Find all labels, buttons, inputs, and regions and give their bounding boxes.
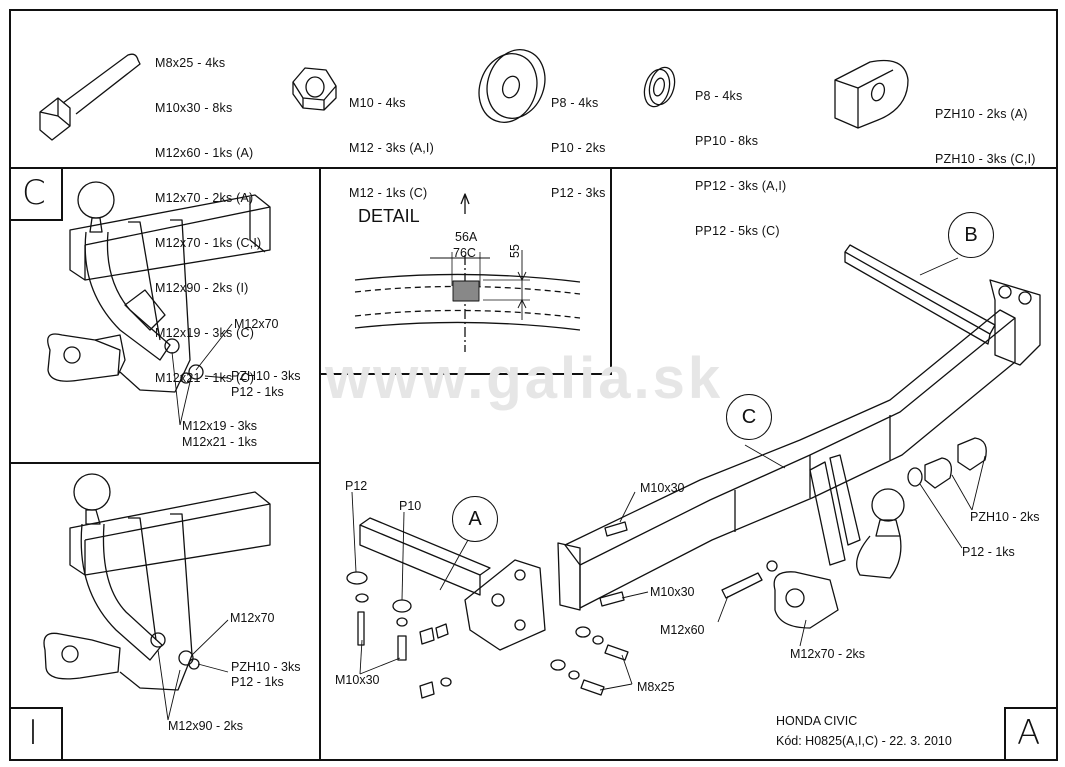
bolts-list: M8x25 - 4ks M10x30 - 8ks M12x60 - 1ks (A… — [155, 26, 261, 401]
panel-i-m12x90-label: M12x90 - 2ks — [168, 719, 244, 733]
washer-item: P10 - 2ks — [551, 141, 606, 155]
spring-washer-item: PP12 - 5ks (C) — [695, 224, 780, 238]
washers-list: P8 - 4ks P10 - 2ks P12 - 3ks — [551, 66, 606, 216]
spacers-list: PZH10 - 2ks (A) PZH10 - 3ks (C,I) — [935, 77, 1036, 182]
nuts-list: M10 - 4ks M12 - 3ks (A,I) M12 - 1ks (C) — [349, 66, 434, 216]
detail-dim-55: 55 — [508, 244, 522, 258]
nut-item: M12 - 3ks (A,I) — [349, 141, 434, 155]
nut-item: M10 - 4ks — [349, 96, 406, 110]
bolt-item: M12x19 - 3ks (C) — [155, 326, 255, 340]
corner-letter-box — [1004, 707, 1058, 761]
nut-icon — [292, 67, 337, 111]
footer-model: HONDA CIVIC — [776, 714, 858, 728]
panel-i-m12x70-label: M12x70 — [230, 611, 275, 625]
panel-c-p12-label: P12 - 1ks — [231, 385, 284, 399]
washer-item: P8 - 4ks — [551, 96, 599, 110]
watermark: www.galia.sk — [325, 346, 724, 411]
callout-circle-a: A — [452, 496, 498, 542]
label-m8x25: M8x25 — [637, 680, 675, 694]
footer-code: Kód: H0825(A,I,C) - 22. 3. 2010 — [776, 734, 952, 748]
bolt-item: M12x60 - 1ks (A) — [155, 146, 254, 160]
panel-c-hitch — [47, 181, 271, 393]
corner-letter: A — [1017, 713, 1041, 753]
panel-c-pzh10-label: PZH10 - 3ks — [231, 369, 301, 383]
spring-washer-item: PP10 - 8ks — [695, 134, 759, 148]
washer-item: P12 - 3ks — [551, 186, 606, 200]
panel-c-m12x70-label: M12x70 — [234, 317, 279, 331]
label-pzh10: PZH10 - 2ks — [970, 510, 1040, 524]
spring-washers-list: P8 - 4ks PP10 - 8ks PP12 - 3ks (A,I) PP1… — [695, 59, 786, 254]
label-m10x30-mid: M10x30 — [650, 585, 695, 599]
panel-c-m12x21-label: M12x21 - 1ks — [182, 435, 258, 449]
panel-c-m12x19-label: M12x19 - 3ks — [182, 419, 258, 433]
detail-section-hatch — [452, 280, 480, 302]
spring-washer-item: P8 - 4ks — [695, 89, 743, 103]
label-p10: P10 — [399, 499, 422, 513]
bolt-item: M12x21 - 1ks (C) — [155, 371, 255, 385]
detail-box — [319, 167, 612, 375]
panel-i-letter-box — [9, 707, 63, 761]
panel-i-pzh10-label: PZH10 - 3ks — [231, 660, 301, 674]
bolt-icon — [39, 53, 141, 141]
label-m12x70: M12x70 - 2ks — [790, 647, 866, 661]
bolt-item: M12x90 - 2ks (I) — [155, 281, 249, 295]
label-p12-left: P12 — [345, 479, 368, 493]
detail-title: DETAIL — [358, 206, 420, 226]
label-m12x60: M12x60 — [660, 623, 705, 637]
bolt-item: M12x70 - 1ks (C,I) — [155, 236, 262, 250]
bolt-item: M8x25 - 4ks — [155, 56, 226, 70]
spring-washer-item: PP12 - 3ks (A,I) — [695, 179, 787, 193]
washer-large-icon — [478, 49, 546, 123]
panel-i-letter: I — [28, 713, 39, 753]
spacer-icon — [834, 59, 909, 129]
bolt-item: M12x70 - 2ks (A) — [155, 191, 254, 205]
panel-c-letter-box — [9, 167, 63, 221]
spring-washer-icon — [643, 66, 676, 108]
panel-c-letter: C — [22, 173, 46, 213]
detail-dim-76c: 76C — [453, 246, 476, 260]
detail-dim-56a: 56A — [455, 230, 478, 244]
panel-i-p12-label: P12 - 1ks — [231, 675, 284, 689]
callout-circle-b: B — [948, 212, 994, 258]
nut-item: M12 - 1ks (C) — [349, 186, 428, 200]
panel-i-hitch — [43, 473, 271, 691]
spacer-item: PZH10 - 2ks (A) — [935, 107, 1028, 121]
callout-circle-c: C — [726, 394, 772, 440]
panel-i-box — [9, 462, 321, 761]
label-m10x30-top: M10x30 — [640, 481, 685, 495]
spacer-item: PZH10 - 3ks (C,I) — [935, 152, 1036, 166]
bolt-item: M10x30 - 8ks — [155, 101, 233, 115]
main-hitch-assembly — [346, 244, 1041, 699]
label-p12-right: P12 - 1ks — [962, 545, 1015, 559]
label-m10x30-left: M10x30 — [335, 673, 380, 687]
